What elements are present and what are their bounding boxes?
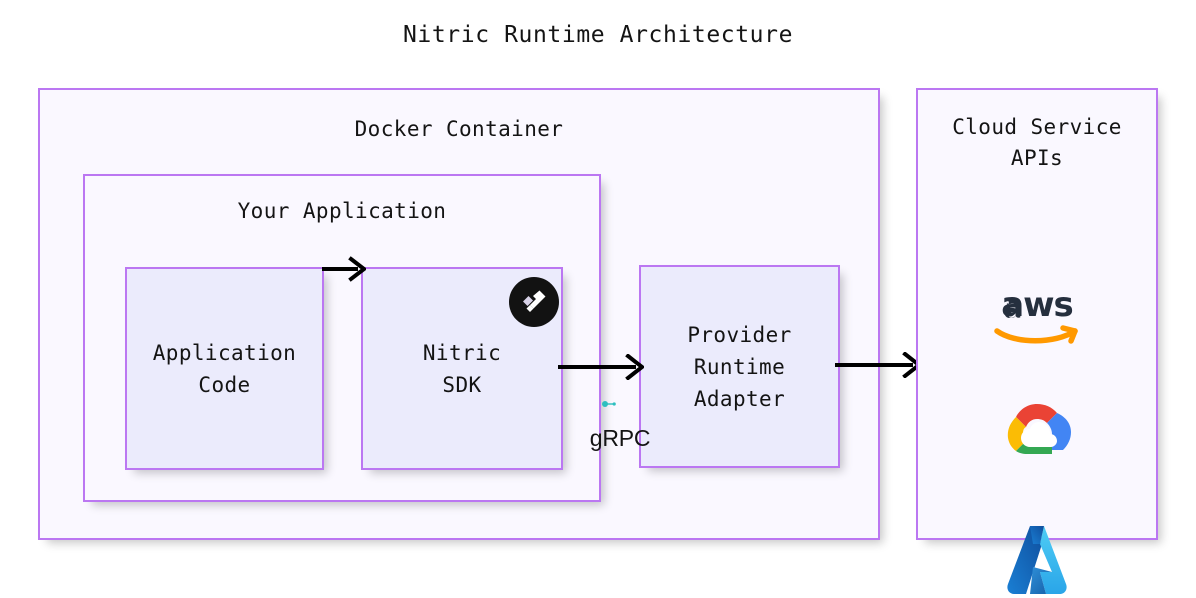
google-cloud-logo-icon [918, 400, 1156, 472]
nitric-logo-icon [509, 277, 559, 327]
docker-container-box: Docker Container Your Application Applic… [38, 88, 880, 540]
arrow-provider-adapter-to-cloud-service [835, 351, 923, 379]
application-code-box: Application Code [125, 267, 324, 470]
provider-runtime-adapter-box: Provider Runtime Adapter [639, 265, 840, 468]
cloud-service-apis-label: Cloud Service APIs [952, 115, 1122, 170]
docker-container-label: Docker Container [354, 117, 564, 141]
provider-runtime-adapter-label: Provider Runtime Adapter [687, 322, 792, 411]
svg-text:aws: aws [1001, 286, 1073, 325]
application-code-label: Application Code [152, 340, 297, 397]
nitric-sdk-box: Nitric SDK [361, 267, 563, 470]
grpc-label-text: gRPC [589, 425, 651, 451]
aws-logo-icon: aws [918, 286, 1156, 348]
nitric-sdk-label: Nitric SDK [422, 340, 502, 397]
cloud-service-apis-box: Cloud Service APIs aws [916, 88, 1158, 594]
your-application-box: Your Application Application Code Nitric… [83, 174, 601, 502]
diagram-title: Nitric Runtime Architecture [402, 22, 794, 48]
azure-logo-icon [918, 522, 1156, 598]
grpc-accent-dot-icon [565, 364, 616, 407]
grpc-connection-label: gRPC [565, 373, 651, 477]
arrow-application-code-to-nitric-sdk [322, 256, 368, 282]
arrow-nitric-sdk-to-provider-adapter [558, 353, 646, 381]
your-application-label: Your Application [237, 199, 447, 223]
